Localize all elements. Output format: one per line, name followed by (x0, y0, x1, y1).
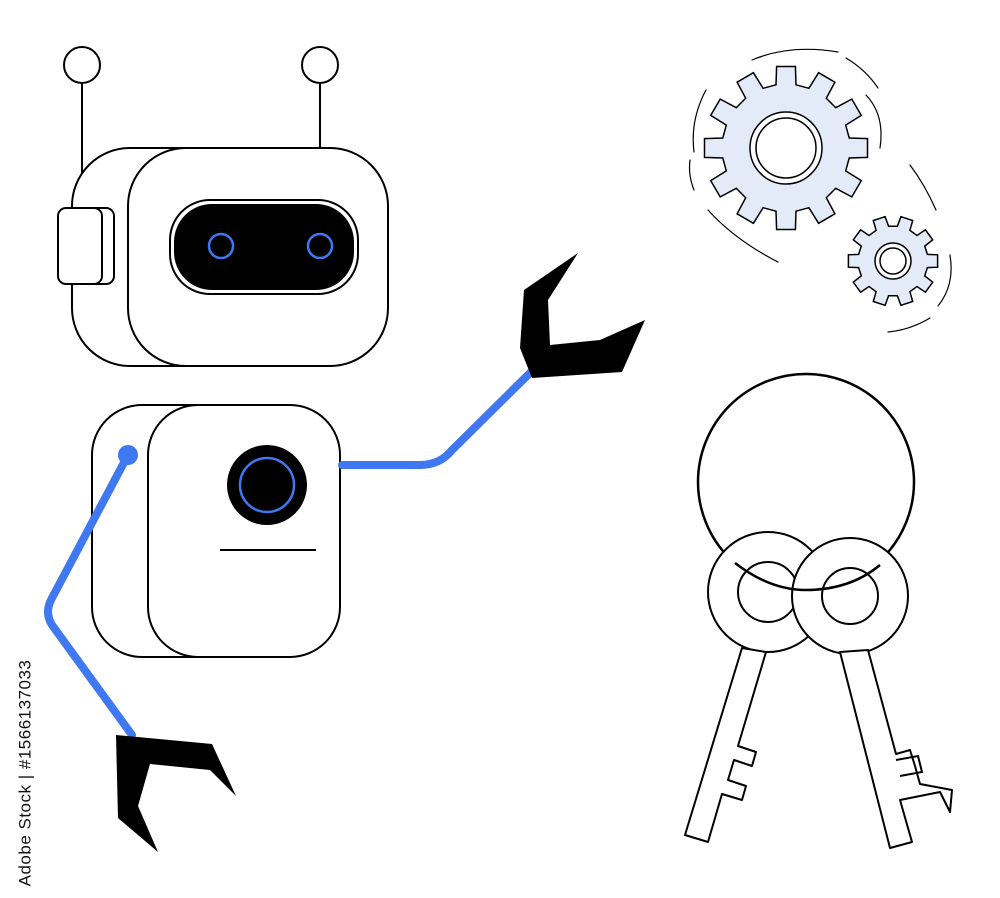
watermark-text: Adobe Stock | #1566137033 (15, 659, 35, 886)
robot-body (91, 404, 341, 658)
visor-outline (169, 199, 359, 295)
body-front-shell (147, 404, 341, 658)
robot-head (57, 46, 389, 367)
chest-button (227, 445, 307, 525)
antenna-right (301, 46, 339, 148)
watermark: Adobe Stock | #1566137033 (10, 655, 40, 890)
key-right (791, 537, 953, 849)
gears-icon (688, 48, 952, 333)
key-ring-front-arc (734, 562, 881, 592)
small-gear (847, 215, 939, 307)
key-ring-icon (684, 372, 953, 849)
left-arm (44, 445, 138, 739)
large-gear (703, 65, 869, 231)
eye-right (306, 232, 334, 260)
chest-button-ring (238, 456, 296, 514)
ear-piece (57, 207, 115, 285)
visor (174, 204, 354, 290)
eye-left (207, 232, 235, 260)
right-arm (338, 364, 539, 469)
left-gripper-claw (116, 735, 236, 852)
motion-lines (688, 48, 952, 333)
right-gripper-claw (520, 253, 645, 378)
